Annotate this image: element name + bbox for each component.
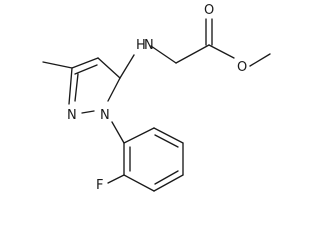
bond-c5-nh bbox=[119, 54, 135, 79]
ring-nitrogen-n1-label: N bbox=[100, 108, 110, 123]
bond-ph5-ph6 bbox=[123, 174, 155, 192]
bond-ph2-ph3-inner bbox=[154, 134, 179, 148]
bond-ph4-ph5 bbox=[153, 174, 184, 192]
bond-carbonyl-ester-o bbox=[208, 44, 235, 59]
structure-canvas: H N O O N N F bbox=[42, 3, 271, 193]
bond-ph4-ph5-inner bbox=[154, 170, 179, 185]
bond-c4-c5 bbox=[97, 57, 121, 79]
bond-ph2-ph3 bbox=[153, 127, 184, 144]
bond-c3-c4-inner bbox=[74, 64, 98, 75]
ester-oxygen-label: O bbox=[237, 60, 247, 75]
chemical-structure-diagram: H N O O N N F bbox=[42, 3, 271, 193]
bond-ph6-fluorine bbox=[107, 174, 125, 184]
bond-n1-phenyl bbox=[111, 121, 125, 144]
bond-c5-n1 bbox=[107, 77, 121, 102]
bond-ph1-ph2 bbox=[123, 127, 155, 144]
bond-nh-ch2 bbox=[150, 45, 177, 64]
bond-n1-n2 bbox=[81, 110, 95, 114]
ring-nitrogen-n2-label: N bbox=[67, 108, 77, 123]
fluorine-label: F bbox=[96, 178, 103, 193]
bond-c3-methyl bbox=[42, 61, 73, 69]
bond-ester-o-methyl bbox=[249, 53, 271, 67]
nh-hydrogen-label: H bbox=[136, 38, 146, 53]
bond-n2-c3-inner bbox=[74, 73, 79, 102]
carbonyl-oxygen-label: O bbox=[204, 3, 214, 18]
bond-n2-c3 bbox=[68, 67, 73, 105]
nh-nitrogen-label: N bbox=[144, 38, 154, 53]
bond-ch2-carbonyl bbox=[175, 44, 210, 64]
bond-c3-c4 bbox=[71, 57, 99, 69]
